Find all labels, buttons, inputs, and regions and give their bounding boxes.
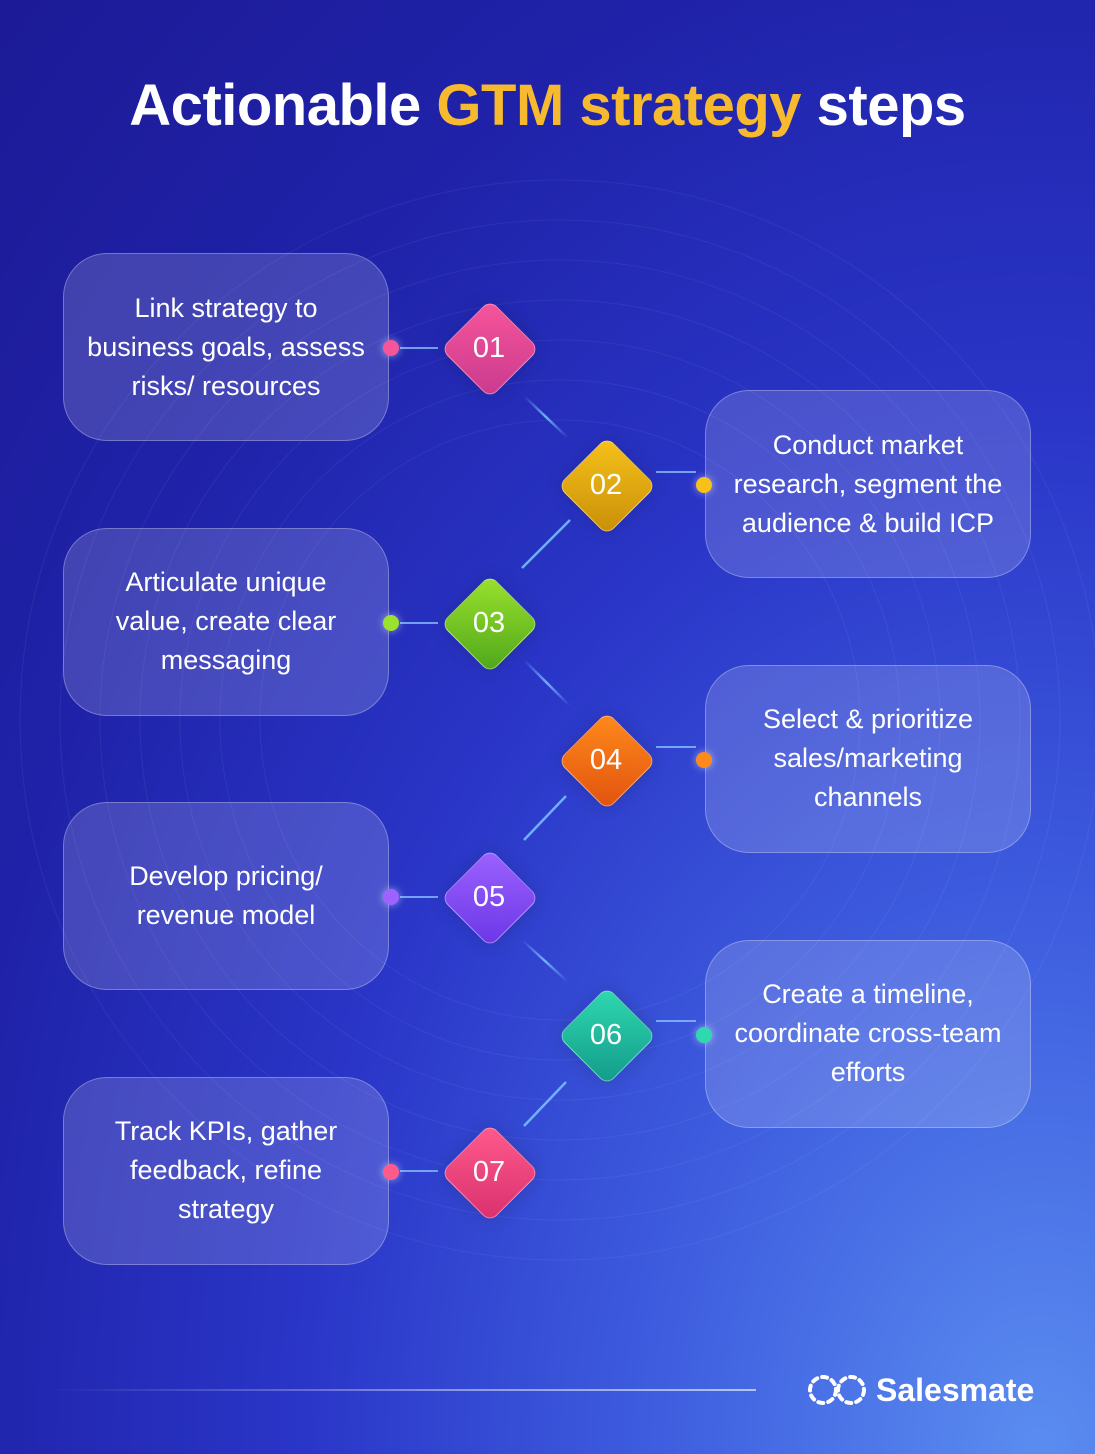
step-number-01: 01 [472,332,506,364]
step-card-01: Link strategy to business goals, assess … [63,253,389,441]
step-card-06: Create a timeline, coordinate cross-team… [705,939,1031,1128]
link-03-04 [523,659,571,707]
link-01-02 [523,395,569,439]
step-text: Conduct market research, segment the aud… [733,429,1003,538]
link-05-06 [521,939,569,983]
link-02-03 [521,519,571,569]
step-dot-07 [383,1163,399,1180]
logo-text: Salesmate [876,1372,1035,1408]
step-text: Develop pricing/ revenue model [129,861,323,931]
step-dot-01 [383,340,399,356]
footer-divider [50,1389,756,1391]
step-dot-03 [383,614,399,631]
link-06-07 [523,1081,567,1127]
step-card-05: Develop pricing/ revenue model [63,802,389,991]
title-highlight: GTM strategy [436,73,802,138]
step-text: Articulate unique value, create clear me… [115,567,337,676]
link-04-05 [523,795,567,841]
step-text: Create a timeline, coordinate cross-team… [734,979,1002,1087]
step-card-03: Articulate unique value, create clear me… [63,527,389,716]
title-suffix: steps [801,73,967,138]
step-text: Link strategy to business goals, assess … [87,292,365,401]
salesmate-logo-icon [808,1375,866,1405]
step-text: Select & prioritize sales/marketing chan… [762,704,974,813]
step-card-07: Track KPIs, gather feedback, refine stra… [63,1076,389,1265]
step-dot-06 [696,1026,712,1043]
step-dot-05 [383,889,399,906]
page-title: Actionable GTM strategy steps [0,72,1095,139]
step-card-04: Select & prioritize sales/marketing chan… [705,664,1031,853]
step-dot-02 [696,477,712,494]
step-number-03: 03 [472,606,506,639]
step-number-04: 04 [589,743,623,776]
step-number-05: 05 [472,881,506,914]
step-text: Track KPIs, gather feedback, refine stra… [114,1116,338,1225]
step-dot-04 [696,751,712,768]
step-card-02: Conduct market research, segment the aud… [705,390,1031,579]
step-number-07: 07 [472,1155,506,1188]
step-number-06: 06 [589,1018,623,1051]
step-number-02: 02 [589,469,623,502]
title-prefix: Actionable [129,73,437,138]
